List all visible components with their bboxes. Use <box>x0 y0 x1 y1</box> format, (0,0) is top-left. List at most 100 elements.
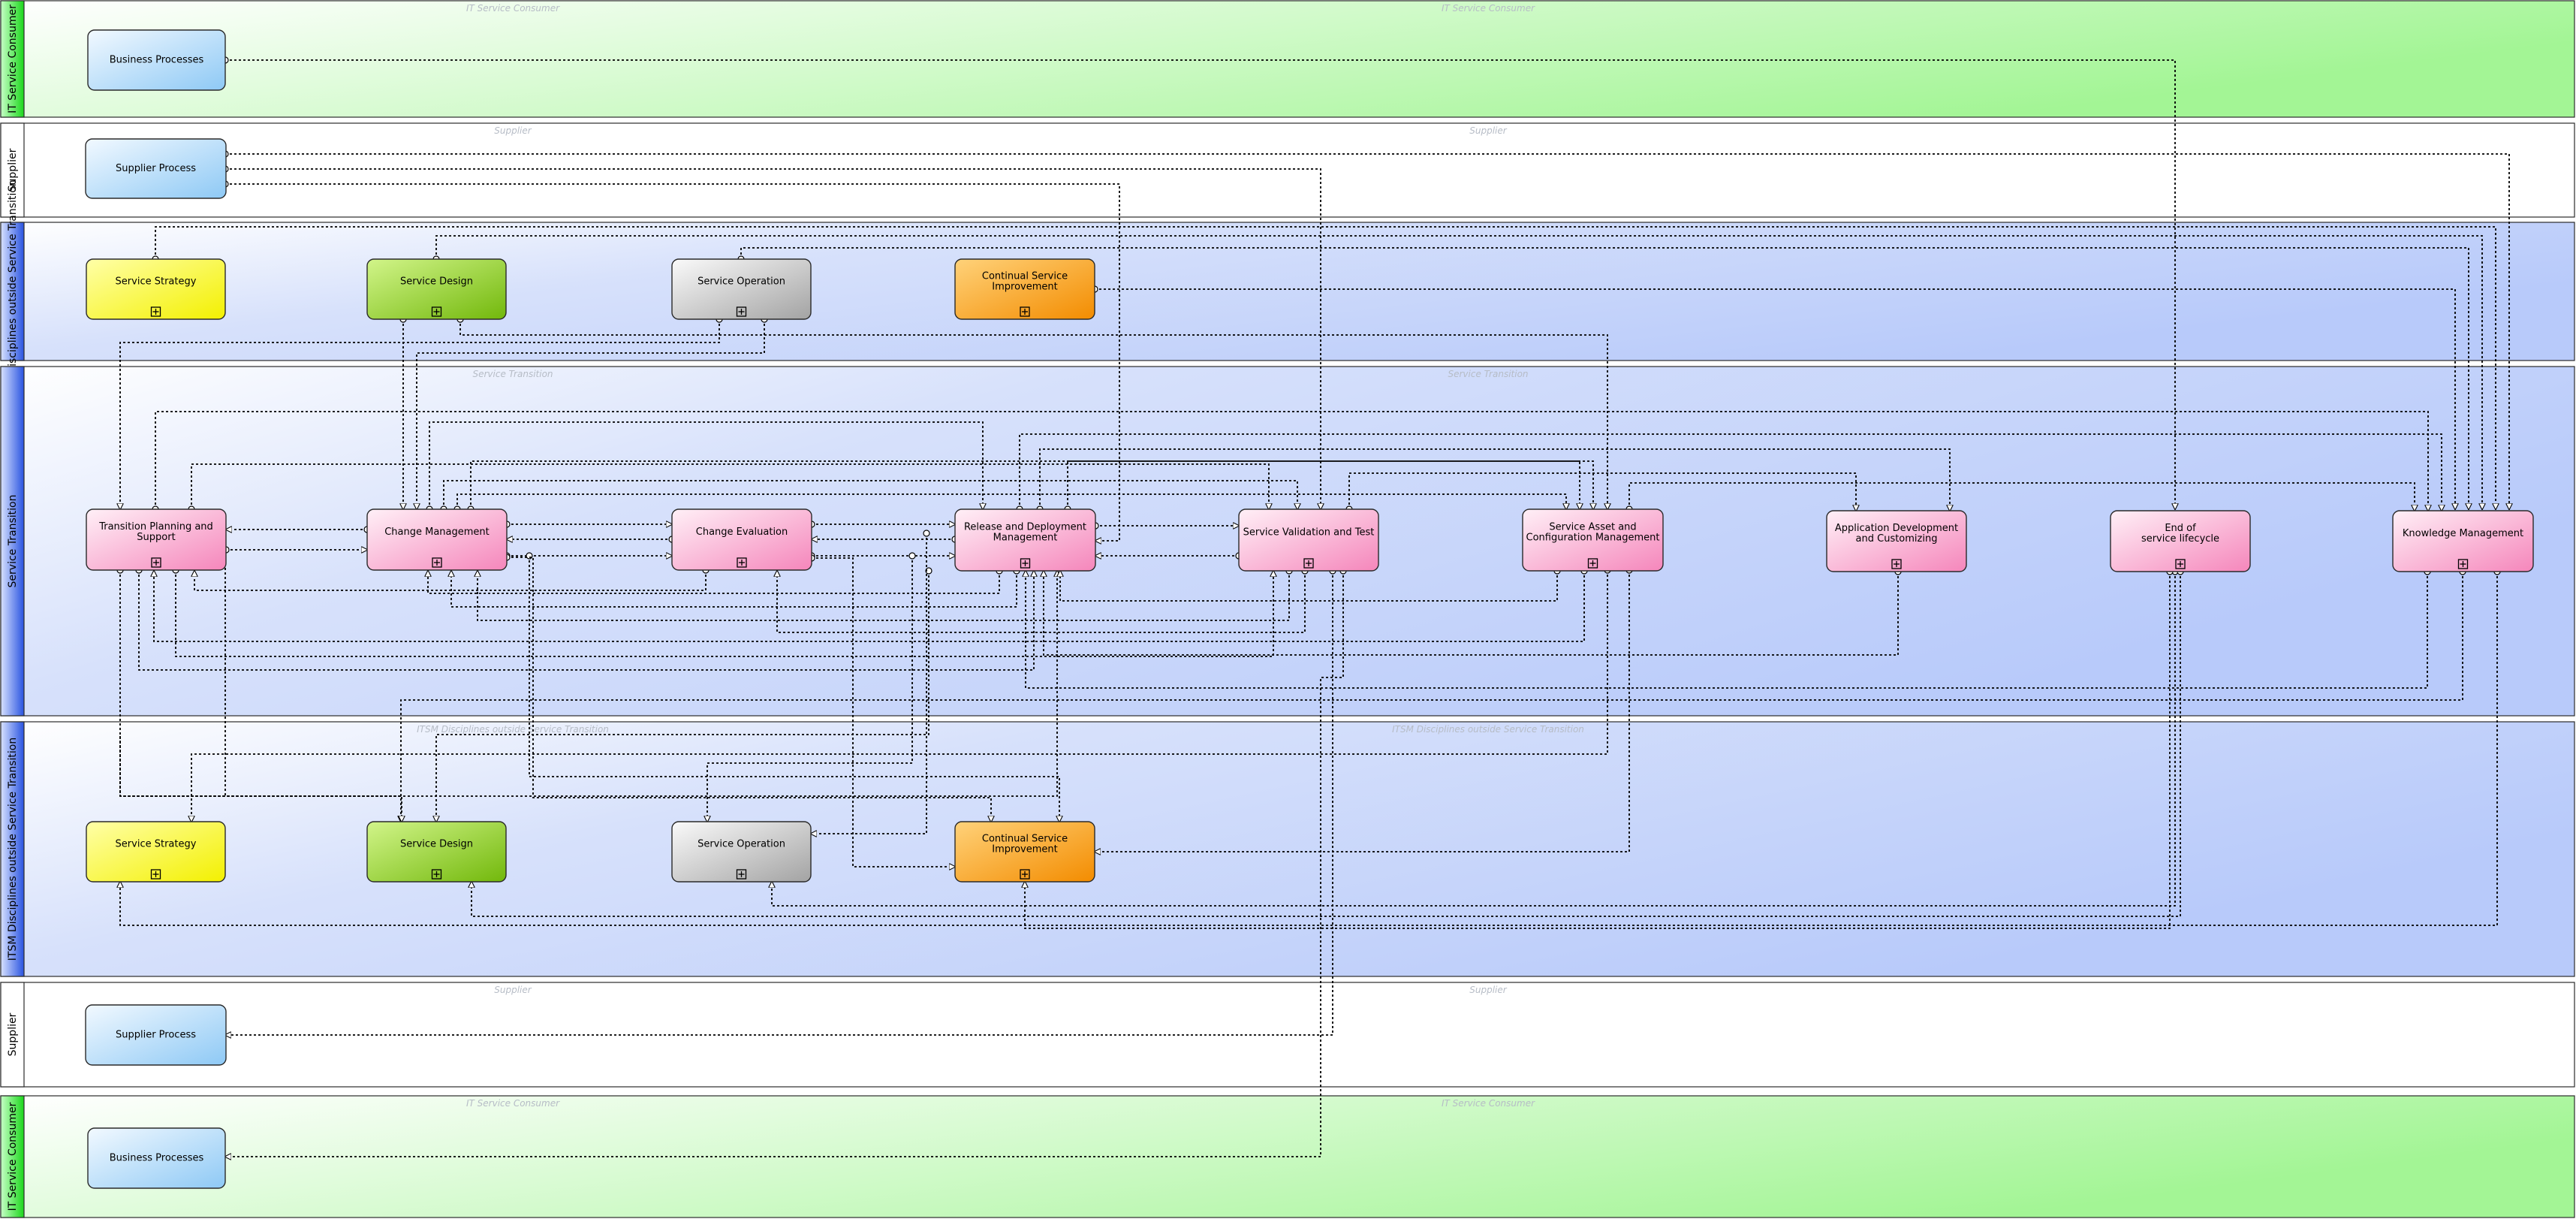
flow-connector <box>460 319 1607 509</box>
process-node-label: Business Processes <box>110 55 204 66</box>
process-node-box[interactable] <box>671 508 812 571</box>
process-node-box[interactable] <box>85 1004 227 1066</box>
flow-connector <box>457 493 1566 509</box>
process-node-box[interactable] <box>1522 508 1664 572</box>
process-node-box[interactable] <box>2392 510 2534 572</box>
process-node-box[interactable] <box>366 508 508 571</box>
process-node-box[interactable] <box>671 821 812 883</box>
flow-connector <box>1020 433 2442 511</box>
swimlane-watermark: IT Service Consumer <box>466 3 560 14</box>
process-node-sp-bot[interactable]: Supplier Process <box>85 1004 227 1066</box>
process-node-box[interactable] <box>671 258 812 320</box>
swimlane-header <box>0 1095 25 1218</box>
process-node-box[interactable] <box>87 1127 226 1189</box>
expand-icon[interactable] <box>2457 559 2469 569</box>
swimlane-watermark: IT Service Consumer <box>1442 3 1535 14</box>
expand-icon[interactable] <box>150 869 161 880</box>
swimlane-header <box>0 982 25 1088</box>
expand-icon[interactable] <box>1891 559 1902 569</box>
process-node-box[interactable] <box>87 29 226 91</box>
swimlane-header <box>0 222 25 361</box>
process-node-box[interactable] <box>2110 510 2251 572</box>
swimlane-body <box>0 0 2575 118</box>
process-node-box[interactable] <box>954 508 1096 572</box>
process-node-sd-bot[interactable]: Service Design <box>366 821 507 883</box>
swimlane-header <box>0 122 25 218</box>
process-node-box[interactable] <box>366 258 507 320</box>
process-node-bp-bot[interactable]: Business Processes <box>87 1127 226 1189</box>
process-node-box[interactable] <box>954 258 1095 320</box>
swimlane-label: Service Transition <box>7 495 19 588</box>
swimlane-header <box>0 0 25 118</box>
process-node-sd-top[interactable]: Service Design <box>366 258 507 320</box>
process-node-box[interactable] <box>86 258 226 320</box>
expand-icon[interactable] <box>1587 558 1598 569</box>
process-node-box[interactable] <box>1238 508 1379 572</box>
process-node-bp-top[interactable]: Business Processes <box>87 29 226 91</box>
flow-connector <box>507 557 991 822</box>
expand-icon[interactable] <box>737 557 747 568</box>
process-node-so-top[interactable]: Service Operation <box>671 258 812 320</box>
flow-connector <box>741 247 2469 509</box>
process-node-label: Management <box>993 533 1058 544</box>
expand-icon[interactable] <box>1303 558 1314 569</box>
process-node-label: Continual Service <box>982 271 1068 282</box>
process-node-km[interactable]: Knowledge Management <box>2392 510 2534 572</box>
process-node-so-bot[interactable]: Service Operation <box>671 821 812 883</box>
expand-icon[interactable] <box>150 306 161 317</box>
flow-connector <box>155 226 2496 509</box>
swimlane-watermark: Supplier <box>494 125 532 136</box>
swimlane-watermark: Supplier <box>1469 125 1508 136</box>
expand-icon[interactable] <box>1020 306 1030 317</box>
swimlane-header <box>0 721 25 977</box>
expand-icon[interactable] <box>1020 558 1031 569</box>
expand-icon[interactable] <box>2175 559 2186 569</box>
swimlane-label: ITSM Disciplines outside Service Transit… <box>7 738 19 961</box>
process-node-label: Continual Service <box>982 834 1068 845</box>
process-node-box[interactable] <box>954 821 1095 883</box>
swimlane-watermark: ITSM Disciplines outside Service Transit… <box>417 724 609 735</box>
process-node-box[interactable] <box>86 508 227 571</box>
process-node-label: Supplier Process <box>116 163 196 174</box>
expand-icon[interactable] <box>736 869 747 880</box>
flow-connector <box>1040 448 1950 511</box>
swimlane-label: IT Service Consumer <box>7 5 19 113</box>
expand-icon[interactable] <box>736 306 747 317</box>
expand-icon[interactable] <box>151 557 161 568</box>
expand-icon[interactable] <box>431 306 442 317</box>
flow-connector <box>417 319 764 509</box>
process-node-sp-top[interactable]: Supplier Process <box>85 138 227 199</box>
process-node-box[interactable] <box>366 821 507 883</box>
process-node-label: Improvement <box>992 282 1057 293</box>
process-node-ss-top[interactable]: Service Strategy <box>86 258 226 320</box>
process-node-ss-bot[interactable]: Service Strategy <box>86 821 226 883</box>
process-node-box[interactable] <box>86 821 226 883</box>
process-node-ce[interactable]: Change Evaluation <box>671 508 812 571</box>
process-node-label: Service Design <box>400 839 473 850</box>
process-node-label: Knowledge Management <box>2403 528 2523 539</box>
process-node-svt[interactable]: Service Validation and Test <box>1238 508 1379 572</box>
process-node-box[interactable] <box>1826 510 1967 572</box>
flow-connector <box>225 571 1333 1035</box>
flow-connector <box>1095 289 2455 509</box>
process-node-label: Service Strategy <box>116 276 197 288</box>
process-node-cm[interactable]: Change Management <box>366 508 508 571</box>
process-node-label: Service Validation and Test <box>1243 527 1375 539</box>
process-node-label: Service Operation <box>697 276 785 288</box>
expand-icon[interactable] <box>432 557 442 568</box>
process-node-box[interactable] <box>85 138 227 199</box>
expand-icon[interactable] <box>431 869 442 880</box>
swimlane-label: Supplier <box>7 148 19 192</box>
expand-icon[interactable] <box>1020 869 1030 880</box>
process-node-label: Change Management <box>384 527 490 538</box>
process-node-label: and Customizing <box>1856 533 1938 545</box>
flow-connector <box>225 571 1343 1157</box>
